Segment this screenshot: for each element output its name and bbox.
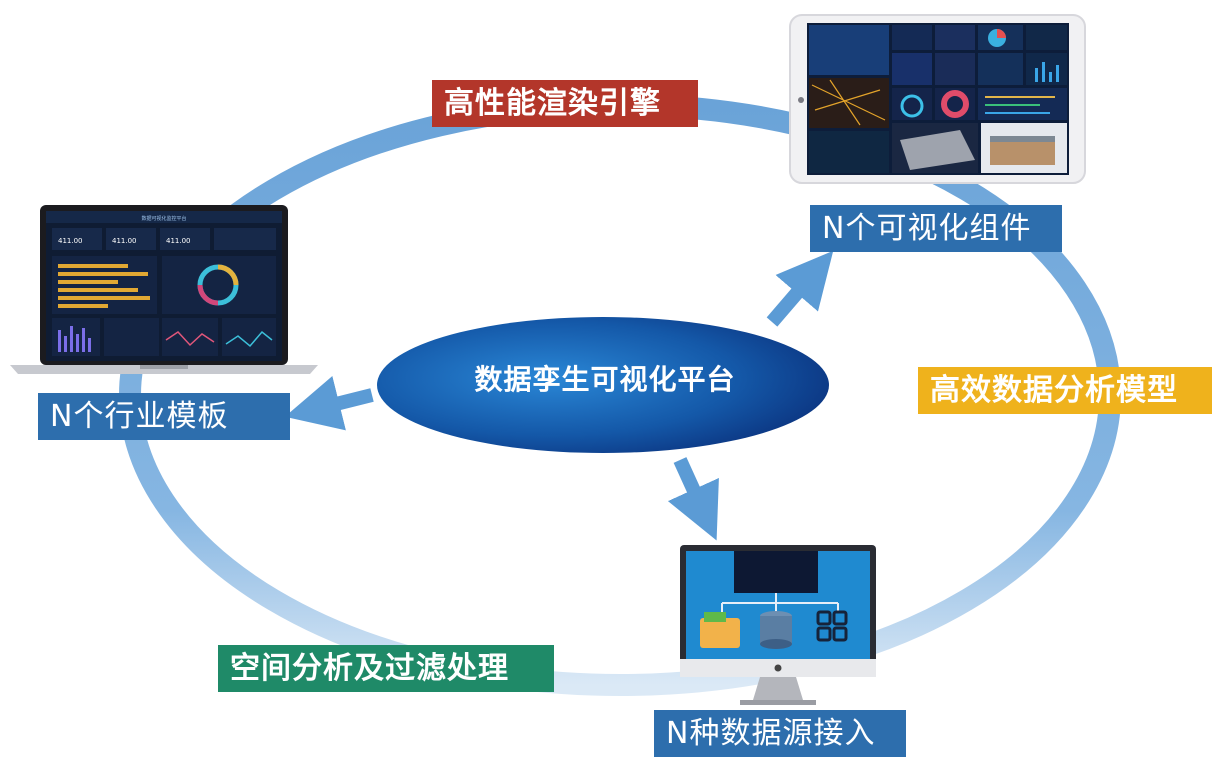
- label-spatial-analysis: 空间分析及过滤处理: [218, 645, 554, 692]
- label-render-engine: 高性能渲染引擎: [432, 80, 698, 127]
- laptop-illustration: [10, 205, 318, 374]
- label-analysis-models: 高效数据分析模型: [918, 367, 1212, 414]
- laptop-stat-2: 411.00: [112, 237, 137, 245]
- arrow-to-templates: [284, 376, 374, 431]
- arrow-to-components: [766, 250, 834, 327]
- center-ellipse: [377, 317, 829, 453]
- label-industry-templates: N个行业模板: [38, 393, 290, 440]
- label-visual-components: N个可视化组件: [810, 205, 1062, 252]
- tablet-illustration: [789, 14, 1086, 184]
- laptop-stat-3: 411.00: [166, 237, 191, 245]
- monitor-illustration: [680, 545, 876, 705]
- arrow-to-sources: [667, 457, 719, 541]
- laptop-stat-1: 411.00: [58, 237, 83, 245]
- laptop-dashboard-title: 数据可视化监控平台: [141, 215, 186, 222]
- center-title: 数据孪生可视化平台: [474, 363, 736, 396]
- label-data-sources: N种数据源接入: [654, 710, 906, 757]
